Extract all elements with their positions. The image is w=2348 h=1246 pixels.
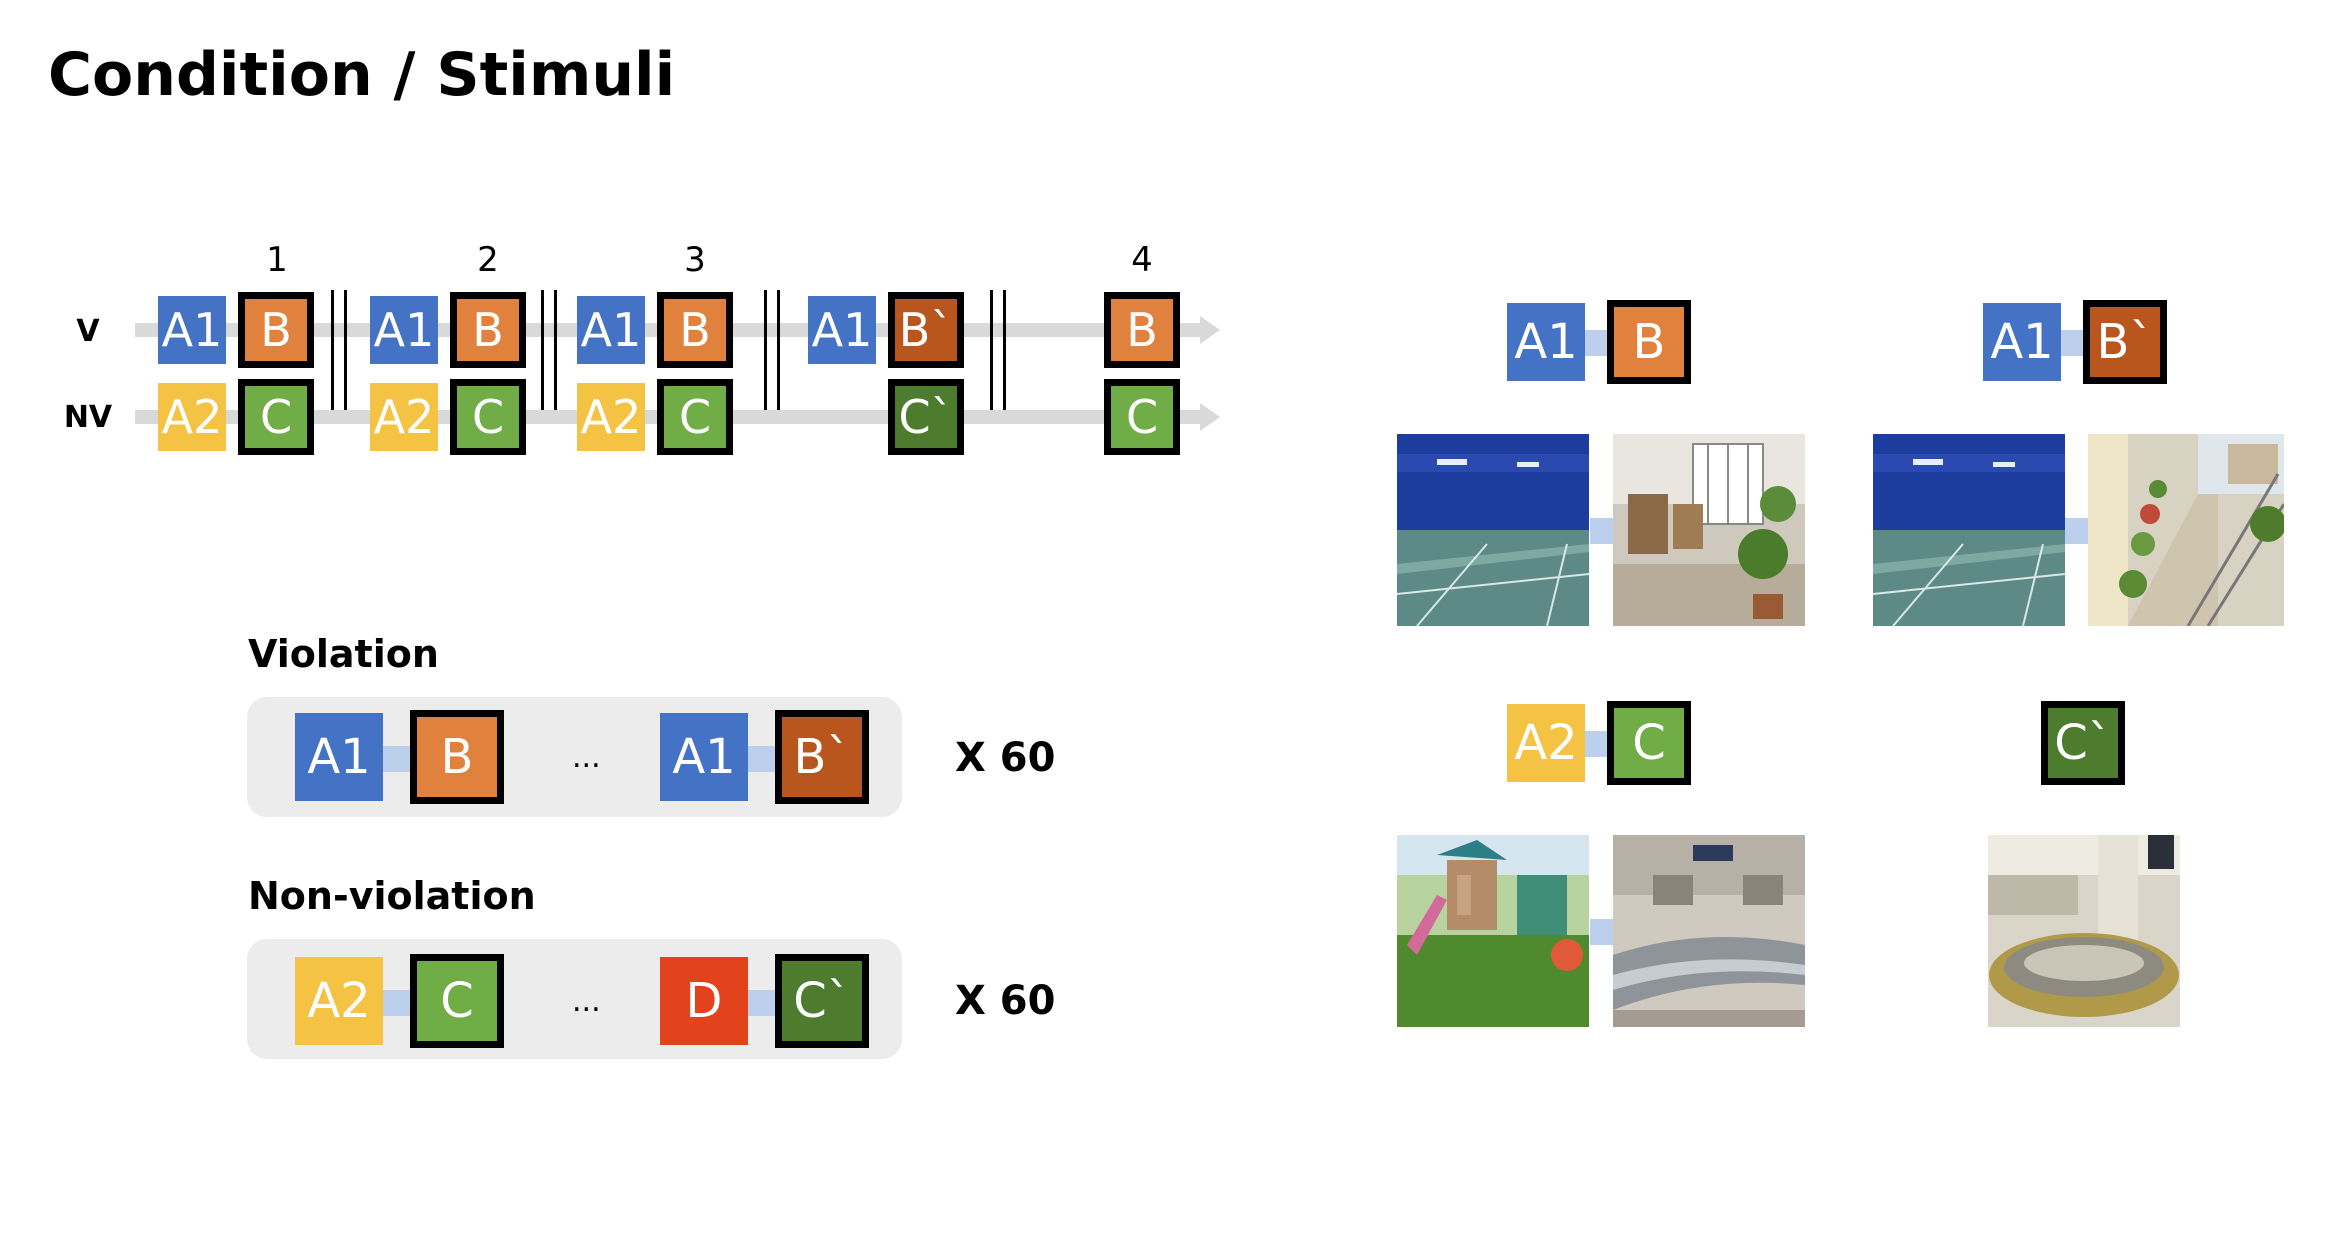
- time-break-marker: [331, 290, 347, 410]
- violation-box-b: B: [410, 710, 504, 804]
- nv-box-c: C: [450, 379, 526, 455]
- v-box-a1: A1: [577, 296, 645, 364]
- step-number: 2: [477, 240, 499, 280]
- v-box-a1: A1: [808, 296, 876, 364]
- stimulus-label-a2: A2: [1507, 704, 1585, 782]
- time-break-marker: [541, 290, 557, 410]
- v-lane-arrow-icon: [1200, 316, 1220, 344]
- nv-box-c: C: [657, 379, 733, 455]
- ellipsis: ...: [572, 984, 601, 1019]
- non-violation-box-a2: A2: [295, 957, 383, 1045]
- ellipsis: ...: [572, 740, 601, 775]
- non-violation-heading: Non-violation: [248, 874, 536, 918]
- balcony-photo: [1613, 434, 1805, 626]
- v-box-b-prime: B`: [888, 292, 964, 368]
- row-label-nv: NV: [63, 400, 113, 435]
- violation-box-a1: A1: [295, 713, 383, 801]
- violation-heading: Violation: [248, 632, 439, 676]
- violation-box-b-prime: B`: [775, 710, 869, 804]
- v-box-b: B: [1104, 292, 1180, 368]
- baggage-carousel-photo: [1988, 835, 2180, 1027]
- playground-photo: [1397, 835, 1589, 1027]
- step-number: 1: [266, 240, 288, 280]
- v-box-b: B: [238, 292, 314, 368]
- violation-repeat-count: X 60: [955, 735, 1056, 781]
- nv-box-c-prime: C`: [888, 379, 964, 455]
- non-violation-box-c-prime: C`: [775, 954, 869, 1048]
- step-number: 4: [1131, 240, 1153, 280]
- stimulus-label-b-prime: B`: [2083, 300, 2167, 384]
- step-number: 3: [684, 240, 706, 280]
- nv-box-c: C: [1104, 379, 1180, 455]
- time-break-marker: [990, 290, 1006, 410]
- non-violation-box-c: C: [410, 954, 504, 1048]
- badminton-court-photo: [1397, 434, 1589, 626]
- nv-box-a2: A2: [158, 383, 226, 451]
- v-box-b: B: [450, 292, 526, 368]
- v-box-a1: A1: [158, 296, 226, 364]
- stimulus-label-a1: A1: [1507, 303, 1585, 381]
- nv-box-a2: A2: [370, 383, 438, 451]
- badminton-court-photo: [1873, 434, 2065, 626]
- page-title: Condition / Stimuli: [48, 40, 676, 110]
- violation-box-a1: A1: [660, 713, 748, 801]
- time-break-marker: [764, 290, 780, 410]
- row-label-v: V: [76, 314, 100, 349]
- stimulus-label-b: B: [1607, 300, 1691, 384]
- v-box-b: B: [657, 292, 733, 368]
- baggage-claim-photo: [1613, 835, 1805, 1027]
- nv-box-a2: A2: [577, 383, 645, 451]
- stimulus-label-c-prime: C`: [2041, 701, 2125, 785]
- stimulus-label-c: C: [1607, 701, 1691, 785]
- non-violation-repeat-count: X 60: [955, 978, 1056, 1024]
- non-violation-box-d: D: [660, 957, 748, 1045]
- balcony-garden-photo: [2088, 434, 2284, 626]
- v-box-a1: A1: [370, 296, 438, 364]
- stimulus-label-a1: A1: [1983, 303, 2061, 381]
- nv-lane-arrow-icon: [1200, 403, 1220, 431]
- nv-box-c: C: [238, 379, 314, 455]
